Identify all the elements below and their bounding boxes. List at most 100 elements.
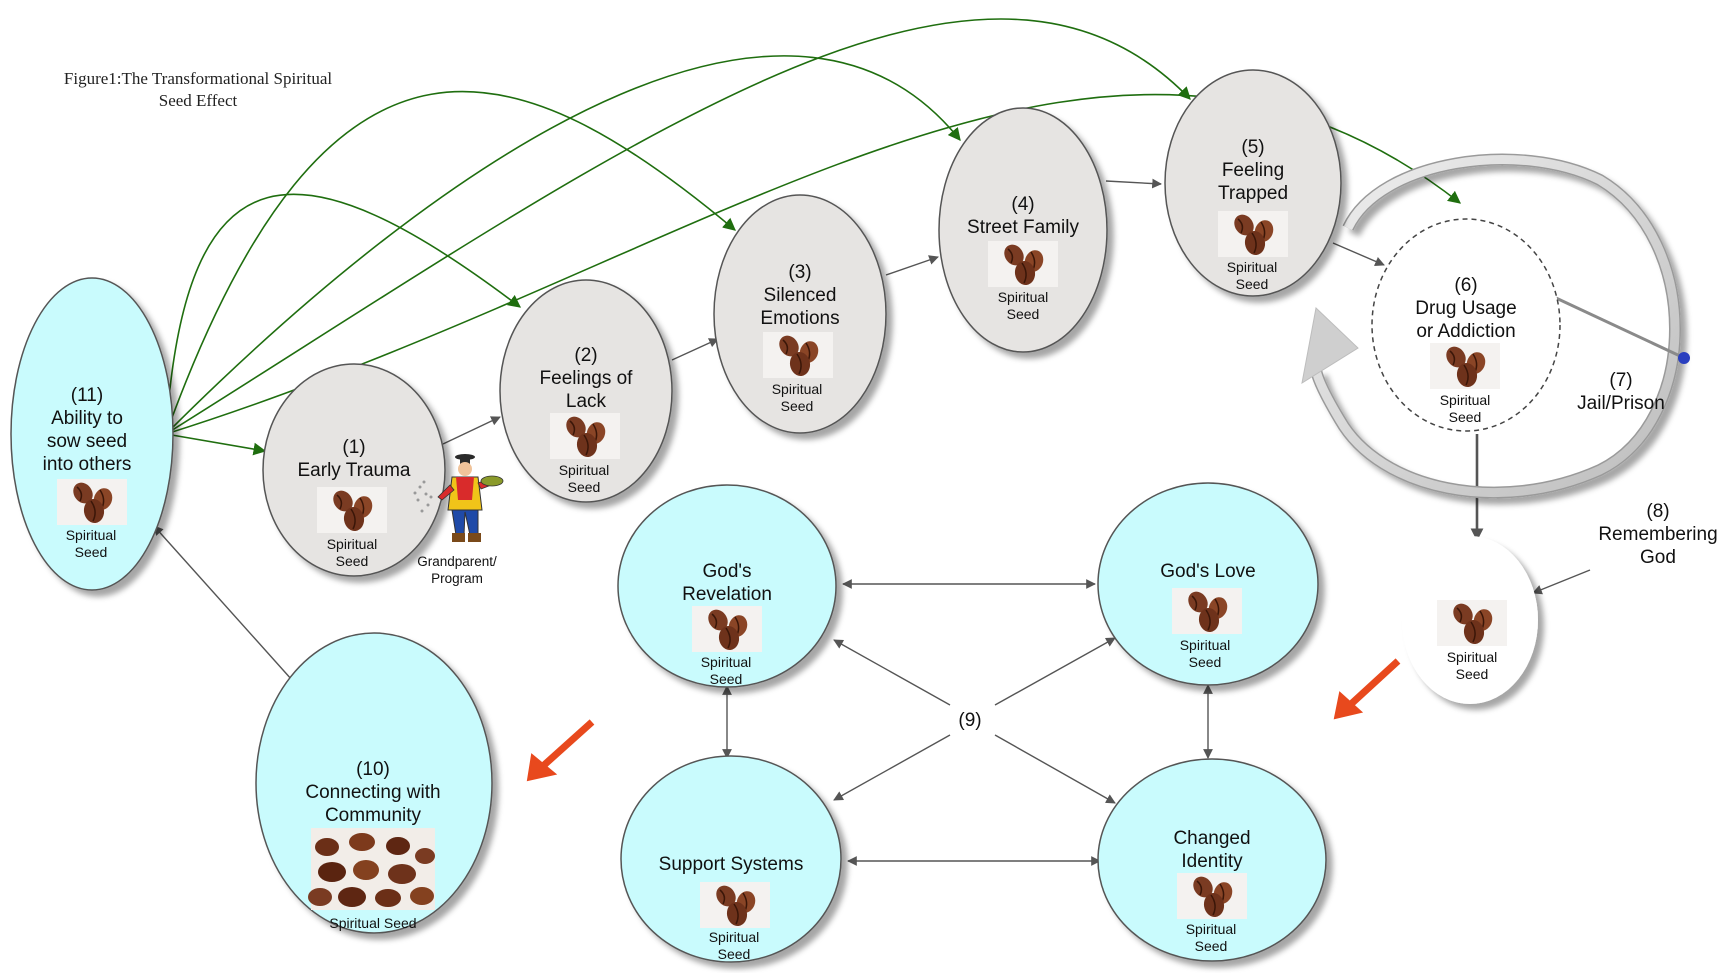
seed-label: Spiritual (998, 289, 1049, 305)
seed-label: Seed (1007, 306, 1040, 322)
node-10-connecting-with-community: (10) Connecting with Community Spiritual… (255, 632, 493, 934)
node-label: Community (325, 805, 422, 826)
coffee-bean-icon (763, 332, 833, 378)
arrow-11-to-3 (165, 90, 736, 435)
seed-label: Spiritual Seed (329, 915, 416, 931)
pin-icon (1555, 296, 1690, 364)
arrow-9-to-revelation (833, 639, 951, 706)
jail-cycle-loop (1301, 153, 1681, 499)
node-11-ability-to-sow: (11) Ability to sow seed into others Spi… (10, 277, 174, 591)
node-label: Identity (1181, 851, 1243, 872)
seed-label: Spiritual (1186, 921, 1237, 937)
orange-arrow-icon (526, 719, 595, 782)
node-support-systems: Support Systems Spiritual Seed (620, 755, 842, 963)
arrow-8-to-seed (1532, 569, 1591, 595)
node-label: Feelings of (540, 368, 634, 389)
coffee-bean-icon (1177, 873, 1247, 919)
seed-label: Seed (1456, 666, 1489, 682)
node-number: (5) (1241, 137, 1264, 158)
node-number: (8) (1646, 501, 1669, 522)
node-label: Early Trauma (298, 460, 411, 481)
seed-label: Seed (1189, 654, 1222, 670)
seed-label: Spiritual (1440, 392, 1491, 408)
seed-label: Seed (1195, 938, 1228, 954)
arrow-10-to-11 (153, 525, 293, 681)
node-label: Ability to (51, 408, 123, 429)
node-6-drug-usage: (6) Drug Usage or Addiction Spiritual Se… (1371, 218, 1561, 432)
node-label: Remembering (1598, 524, 1717, 545)
seed-label: Spiritual (709, 929, 760, 945)
seed-label: Spiritual (66, 527, 117, 543)
coffee-bean-icon (1172, 588, 1242, 634)
seed-label: Seed (718, 946, 751, 962)
node-7-jail-prison: (7) Jail/Prison (1577, 370, 1665, 414)
seed-label: Spiritual (1227, 259, 1278, 275)
node-label: or Addiction (1416, 321, 1515, 342)
arrow-9-to-identity (994, 734, 1116, 804)
node-label: Drug Usage (1415, 298, 1516, 319)
node-label: Emotions (760, 308, 839, 329)
node-label: Changed (1173, 828, 1250, 849)
node-label: Lack (566, 391, 607, 412)
coffee-bean-icon (317, 487, 387, 533)
node-seed-remembering: Spiritual Seed (1402, 536, 1538, 704)
arrow-1-to-2 (442, 416, 501, 445)
node-label: Trapped (1218, 183, 1288, 204)
node-label: Revelation (682, 584, 772, 605)
node-label: into others (43, 454, 132, 475)
node-label: God's Love (1160, 561, 1256, 582)
node-5-feeling-trapped: (5) Feeling Trapped Spiritual Seed (1164, 69, 1342, 297)
node-label: God's (702, 561, 751, 582)
coffee-bean-icon (1218, 211, 1288, 257)
seed-label: Spiritual (701, 654, 752, 670)
node-label: Support Systems (659, 854, 804, 875)
node-3-silenced-emotions: (3) Silenced Emotions Spiritual Seed (713, 194, 887, 434)
seed-label: Spiritual (1180, 637, 1231, 653)
node-number: (1) (342, 437, 365, 458)
seed-label: Spiritual (1447, 649, 1498, 665)
seed-label: Seed (568, 479, 601, 495)
coffee-bean-icon (692, 606, 762, 652)
node-1-early-trauma: (1) Early Trauma Spiritual Seed (262, 363, 446, 577)
arrow-3-to-4 (885, 255, 939, 276)
arrow-11-to-1 (165, 433, 267, 456)
cycle-arrowhead (1301, 307, 1359, 385)
node-9-center: (9) (946, 707, 994, 731)
seed-label: Seed (336, 553, 369, 569)
node-label: Feeling (1222, 160, 1284, 181)
node-label: Jail/Prison (1577, 393, 1665, 414)
node-gods-revelation: God's Revelation Spiritual Seed (617, 484, 837, 688)
node-label: Street Family (967, 217, 1079, 238)
seed-label: Seed (781, 398, 814, 414)
arrow-11-to-5 (165, 18, 1191, 435)
node-number: (3) (788, 262, 811, 283)
arrow-11-to-2 (165, 193, 522, 435)
orange-arrow-icon (1333, 658, 1401, 720)
node-label: sow seed (47, 431, 127, 452)
seed-label: Seed (710, 671, 743, 687)
farmer-label: Program (431, 571, 483, 586)
arrow-11-to-4 (165, 55, 961, 435)
seed-label: Spiritual (559, 462, 610, 478)
arrow-5-to-6 (1332, 242, 1385, 267)
node-gods-love: God's Love Spiritual Seed (1097, 482, 1319, 686)
coffee-bean-icon (57, 479, 127, 525)
coffee-bean-icon (988, 241, 1058, 287)
node-number: (11) (71, 385, 103, 406)
transformation-arrows (722, 579, 1213, 866)
coffee-beans-photo (308, 828, 435, 910)
seed-label: Spiritual (772, 381, 823, 397)
node-number: (10) (356, 759, 390, 780)
coffee-bean-icon (1437, 600, 1507, 646)
coffee-bean-icon (700, 882, 770, 928)
figure-caption-line2: Seed Effect (159, 91, 238, 110)
coffee-bean-icon (1430, 343, 1500, 389)
figure-caption-line1: Figure1:The Transformational Spiritual (64, 69, 332, 88)
node-number: (7) (1609, 370, 1632, 391)
node-number: (6) (1454, 275, 1477, 296)
seed-label: Seed (1236, 276, 1269, 292)
seed-label: Seed (75, 544, 108, 560)
node-2-feelings-of-lack: (2) Feelings of Lack Spiritual Seed (499, 279, 673, 503)
node-4-street-family: (4) Street Family Spiritual Seed (938, 107, 1108, 353)
seed-label: Spiritual (327, 536, 378, 552)
